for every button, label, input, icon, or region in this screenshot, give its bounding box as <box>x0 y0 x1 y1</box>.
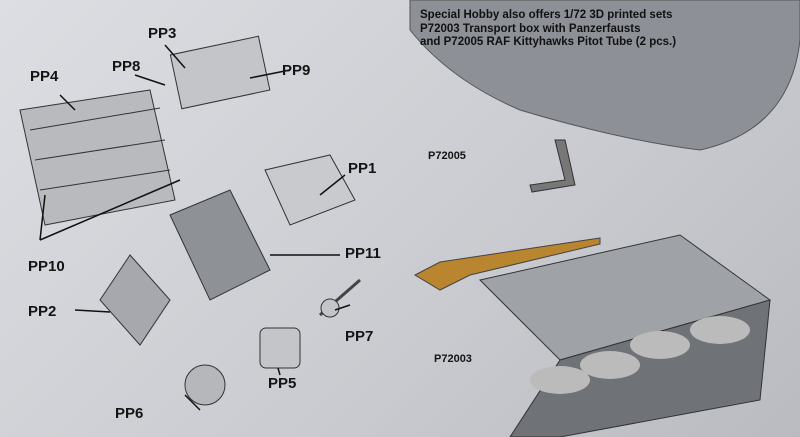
toolbox-pp1 <box>264 154 356 226</box>
code-p72003: P72003 <box>434 353 472 365</box>
code-p72005: P72005 <box>428 150 466 162</box>
note-line: and P72005 RAF Kittyhawks Pitot Tube (2 … <box>420 36 677 48</box>
label-pp8: PP8 <box>112 58 141 75</box>
promo-note: Special Hobby also offers 1/72 3D printe… <box>420 9 676 50</box>
label-pp9: PP9 <box>282 62 311 79</box>
leader-arrows <box>39 44 351 411</box>
label-pp3: PP3 <box>148 25 177 42</box>
transport-box <box>479 234 772 437</box>
panzerfaust <box>413 237 601 291</box>
label-pp10: PP10 <box>28 258 65 275</box>
label-pp4: PP4 <box>30 68 59 85</box>
wing-illustration <box>409 0 800 151</box>
toolbox-pp9 <box>169 35 271 110</box>
label-pp11: PP11 <box>345 245 381 262</box>
label-pp5: PP5 <box>268 375 297 392</box>
label-pp2: PP2 <box>28 303 57 320</box>
label-pp1: PP1 <box>348 160 377 177</box>
label-pp7: PP7 <box>345 328 374 345</box>
note-line: P72003 Transport box with Panzerfausts <box>420 22 641 35</box>
toolbox-pp11 <box>169 189 271 301</box>
pitot-tube <box>529 139 576 193</box>
note-line: Special Hobby also offers 1/72 3D printe… <box>420 9 673 21</box>
toolbox-pp4 <box>19 89 176 226</box>
part-pp6 <box>184 364 226 406</box>
label-pp6: PP6 <box>115 405 144 422</box>
toolbox-pp2 <box>99 254 171 346</box>
can-pp5 <box>259 327 301 369</box>
